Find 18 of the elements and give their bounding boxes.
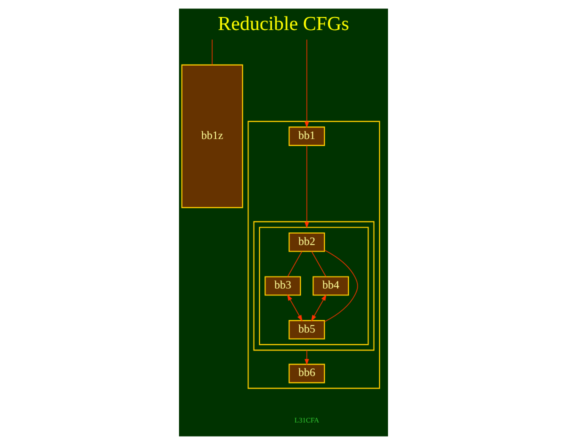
- diagram-title: Reducible CFGs: [218, 13, 350, 36]
- arrow: [304, 145, 310, 228]
- connector: [311, 251, 326, 278]
- node-box: bb4: [312, 276, 349, 296]
- node-box: bb3: [264, 276, 301, 296]
- arrow: [304, 39, 310, 128]
- node-box: bb1: [288, 126, 325, 146]
- node-box: bb2: [288, 232, 325, 252]
- arrow: [287, 294, 302, 322]
- node-box: bb5: [288, 320, 325, 340]
- connector: [324, 250, 358, 322]
- arrow: [311, 294, 326, 322]
- cluster: [258, 226, 369, 346]
- node-box: bb1z: [181, 64, 244, 208]
- arrow: [304, 350, 310, 366]
- node-box: bb6: [288, 364, 325, 384]
- connector: [287, 251, 302, 278]
- connector: [212, 39, 213, 66]
